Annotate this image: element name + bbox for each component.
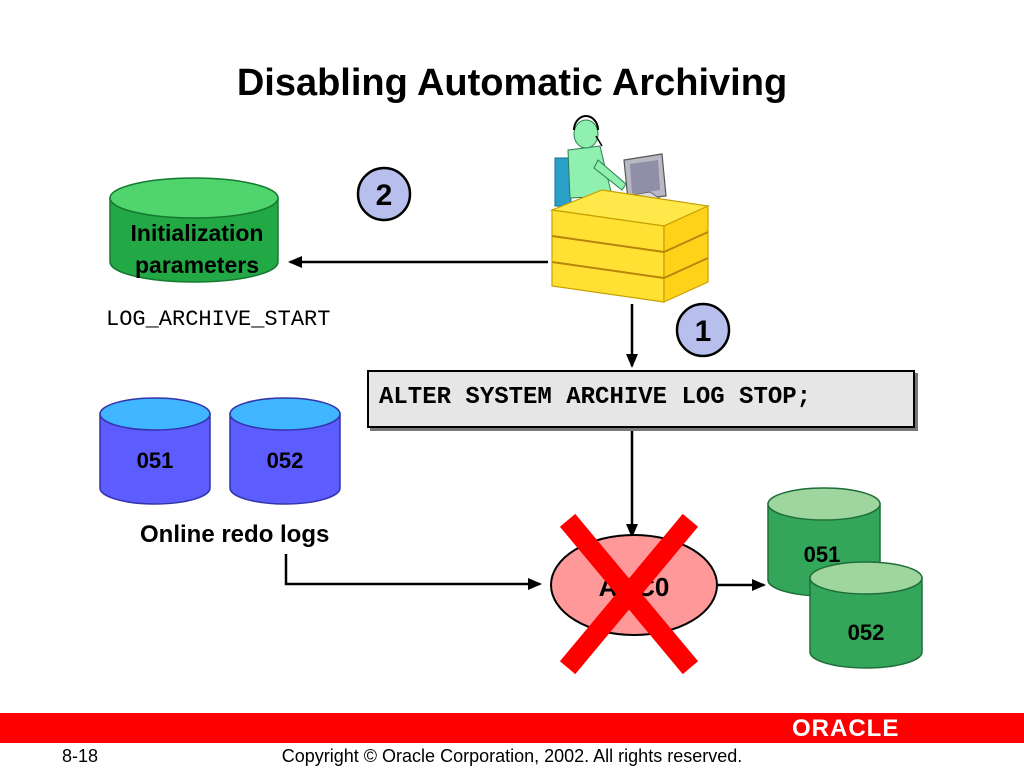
- command-box: ALTER SYSTEM ARCHIVE LOG STOP;: [367, 370, 915, 428]
- oracle-logo: ORACLE: [792, 715, 900, 742]
- step-1-badge: 1: [675, 302, 731, 358]
- step-1-number: 1: [695, 315, 712, 348]
- param-name: LOG_ARCHIVE_START: [106, 307, 331, 332]
- disabled-cross-icon: [559, 513, 699, 675]
- init-params-label: Initialization parameters: [112, 217, 282, 281]
- slide-number: 8-18: [62, 746, 99, 766]
- command-text: ALTER SYSTEM ARCHIVE LOG STOP;: [379, 384, 812, 411]
- arrow-online-to-archiver: [284, 554, 542, 590]
- step-2-badge: 2: [356, 166, 412, 222]
- archived-log-052: 052: [809, 561, 923, 669]
- online-redo-log-051: 051: [99, 397, 211, 505]
- online-log-051-label: 051: [137, 448, 174, 473]
- step-2-number: 2: [376, 179, 393, 212]
- init-params-database: [109, 177, 279, 283]
- init-params-line2: parameters: [134, 252, 260, 278]
- online-redo-log-052: 052: [229, 397, 341, 505]
- copyright-text: Copyright © Oracle Corporation, 2002. Al…: [281, 746, 743, 766]
- online-log-052-label: 052: [267, 448, 304, 473]
- init-params-line1: Initialization: [130, 220, 264, 246]
- page-title: Disabling Automatic Archiving: [236, 62, 788, 104]
- footer-bar: [0, 713, 1024, 743]
- administrator-desk-icon: [549, 115, 711, 303]
- archived-log-052-label: 052: [848, 620, 885, 645]
- online-logs-label: Online redo logs: [140, 521, 330, 548]
- archived-log-051-label: 051: [804, 542, 841, 567]
